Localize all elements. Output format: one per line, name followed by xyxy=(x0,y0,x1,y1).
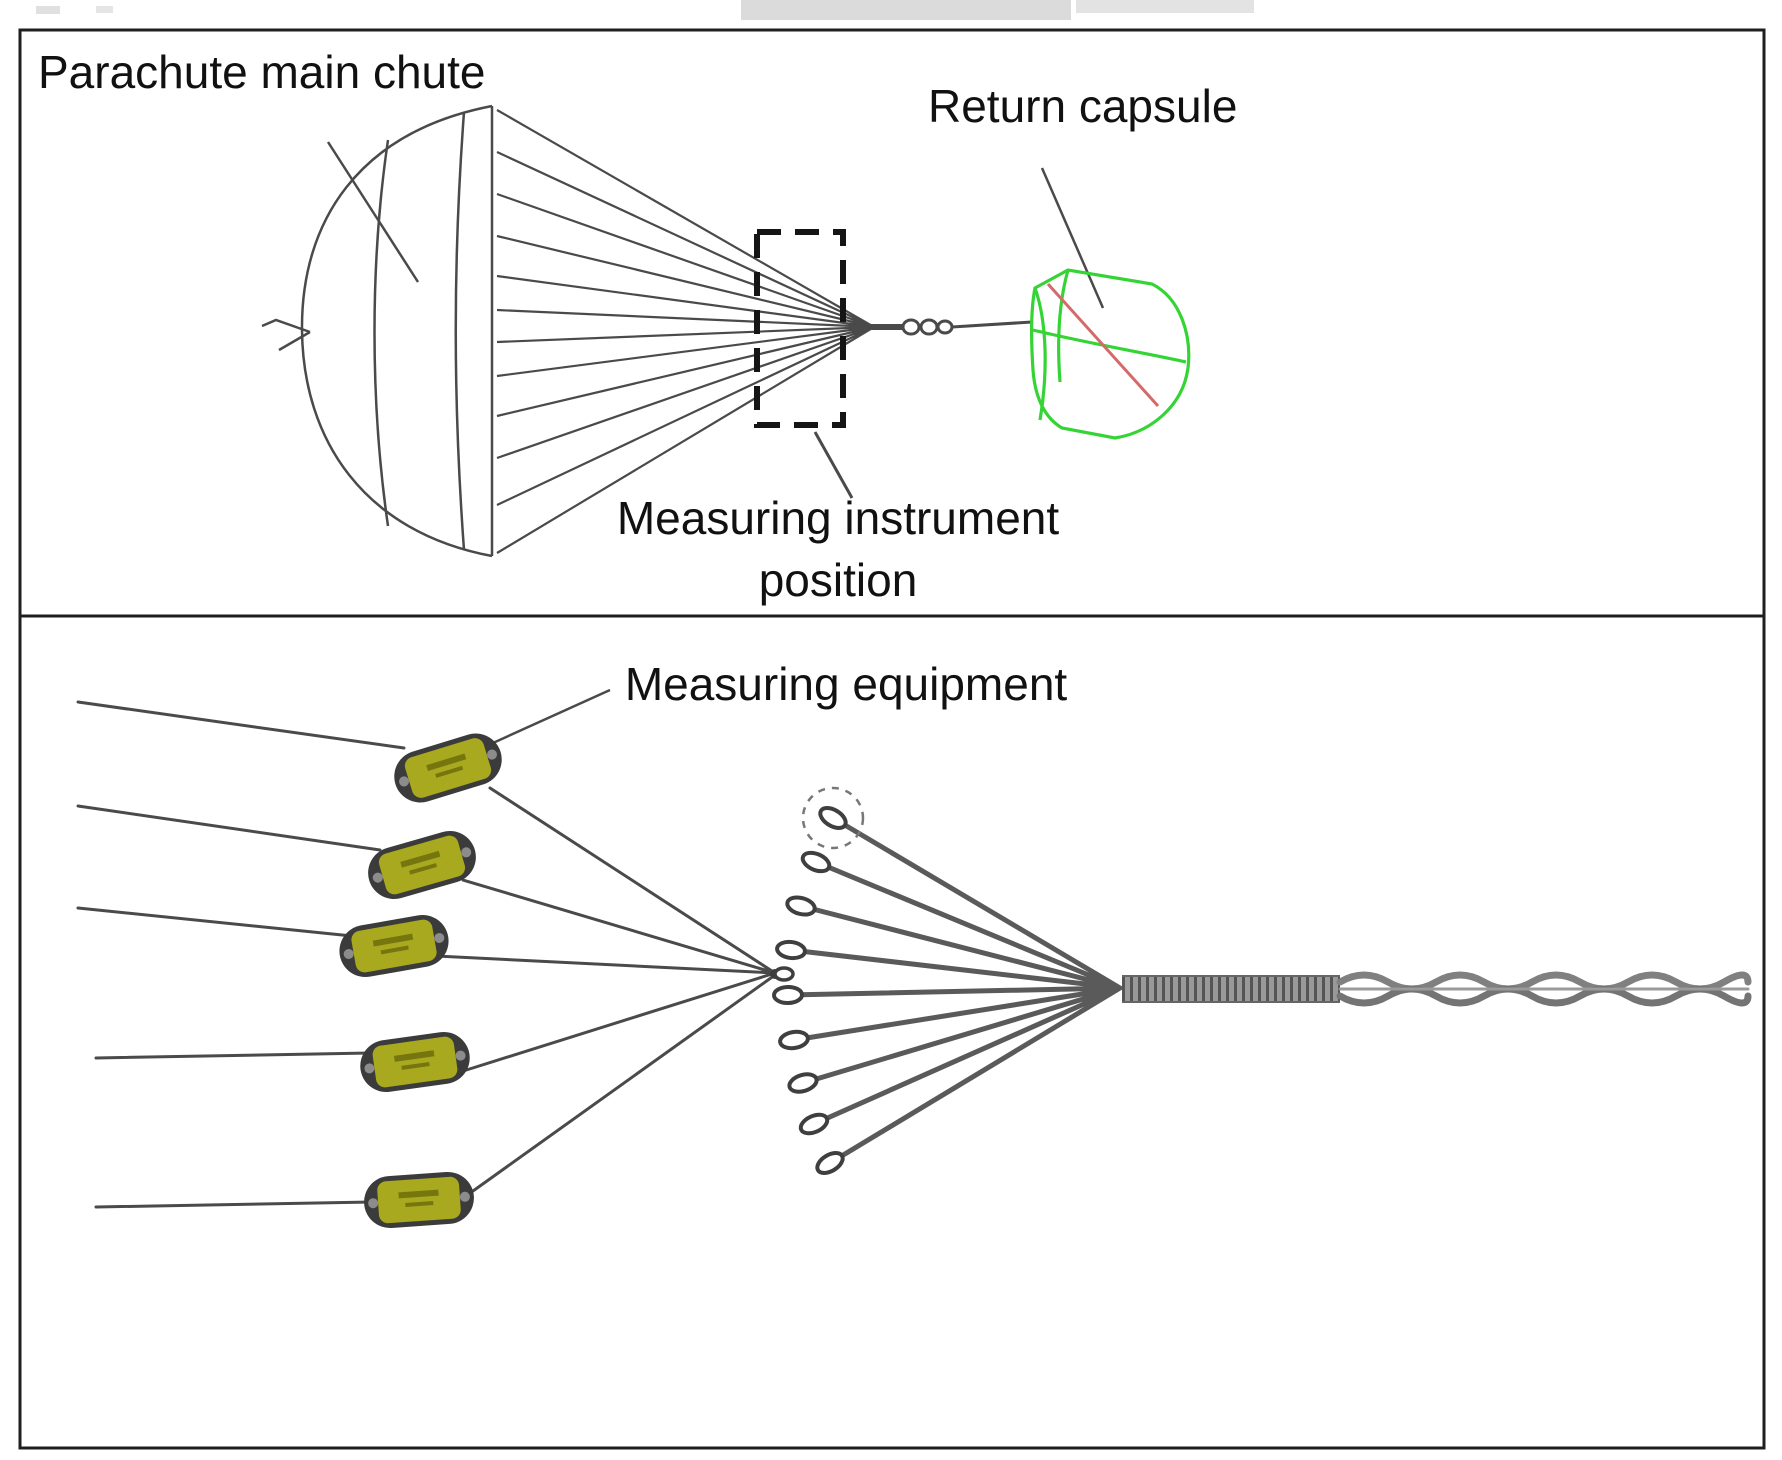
eyelet-loop xyxy=(800,850,832,874)
braid-strand xyxy=(1336,985,1752,1007)
eyelet-loop xyxy=(787,1072,819,1094)
sensor-capsule-4 xyxy=(360,1031,470,1093)
sensor-shackle-hole xyxy=(364,1063,375,1074)
eyelet-loop xyxy=(818,806,848,830)
sensor-right-lines xyxy=(434,786,777,1198)
sensor-marking xyxy=(380,945,409,955)
highlight-dashed-circle xyxy=(801,786,865,850)
sensor-marking xyxy=(409,863,438,875)
sensor-body xyxy=(378,835,466,895)
sensor-capsule-2 xyxy=(368,831,476,899)
eyelet-loop xyxy=(785,895,817,917)
sensor-shackle-hole xyxy=(486,749,497,760)
connector-link xyxy=(936,319,954,335)
canopy-gore-line xyxy=(454,111,466,551)
capsule-inner-line xyxy=(1057,269,1070,383)
eyelet-loop xyxy=(775,939,807,961)
canopy-apex-vent xyxy=(261,318,311,352)
sensor-marking xyxy=(372,933,414,947)
label-return-capsule: Return capsule xyxy=(928,80,1237,132)
measuring-instrument-leader-line xyxy=(813,431,854,499)
sensor-shackle-hole xyxy=(434,933,445,944)
braided-cable xyxy=(1336,971,1752,1007)
eyelet-loop xyxy=(815,1151,845,1175)
capsule-label-leader-line xyxy=(1040,167,1105,309)
braided-sleeve xyxy=(1122,975,1340,1003)
capsule-rim-line xyxy=(1033,287,1047,421)
label-measuring-instrument-line1: Measuring instrument xyxy=(617,492,1060,544)
convergence-eyelet xyxy=(773,966,795,982)
sensor-shackle-hole xyxy=(368,1198,379,1209)
capsule-red-diagonal-line xyxy=(1046,282,1160,408)
riser-link-assembly xyxy=(858,167,1105,336)
riser-fan-lines xyxy=(785,815,1123,1166)
figure-frame xyxy=(18,28,1766,1450)
capsule-outline xyxy=(1030,268,1191,440)
sensor-marking xyxy=(435,765,464,778)
sensor-shackle-hole xyxy=(455,1050,466,1061)
artifact-bar xyxy=(36,6,60,14)
connector-link xyxy=(901,318,921,336)
eyelet-loop xyxy=(772,984,804,1006)
label-parachute-main-chute: Parachute main chute xyxy=(38,46,486,98)
sensor-marking xyxy=(398,1189,439,1199)
capsule-cross-line xyxy=(1032,328,1187,364)
sensor-shackle-hole xyxy=(372,872,383,883)
sensor-body xyxy=(404,738,492,798)
sensor-shackle-hole xyxy=(459,1191,470,1202)
eyelet-loops xyxy=(772,806,848,1175)
label-measuring-instrument-line2: position xyxy=(759,554,918,606)
canopy-outline xyxy=(300,104,493,558)
sensor-marking xyxy=(400,850,441,868)
sensor-left-lines xyxy=(76,700,406,1209)
sensor-marking xyxy=(426,753,467,771)
parachute-label-leader-line xyxy=(326,141,420,283)
sensor-shackle-hole xyxy=(343,948,354,959)
sensor-shackle-hole xyxy=(399,776,410,787)
return-capsule-wireframe xyxy=(1030,268,1191,440)
artifact-bar xyxy=(96,6,113,13)
artifact-bar xyxy=(741,0,1071,20)
sensor-marking xyxy=(401,1062,430,1070)
sensor-marking xyxy=(393,1050,435,1062)
sensor-marking xyxy=(405,1201,434,1207)
connector-link xyxy=(919,318,939,336)
sensor-shackle-hole xyxy=(461,847,472,858)
sensor-capsule-1 xyxy=(394,733,502,803)
canopy-gore-line xyxy=(373,139,390,527)
parachute-canopy xyxy=(261,104,494,558)
sensor-body xyxy=(351,919,437,973)
suspension-lines xyxy=(496,109,875,554)
measuring-instrument-bracket xyxy=(754,229,846,428)
artifact-bar xyxy=(1076,0,1254,13)
sensor-body xyxy=(377,1176,461,1224)
eyelet-loop xyxy=(778,1029,810,1051)
eyelet-loop xyxy=(798,1112,830,1136)
label-measuring-equipment: Measuring equipment xyxy=(625,658,1068,710)
capsule-attach-line xyxy=(951,320,1033,329)
top-edge-artifacts xyxy=(36,0,1254,20)
sensor-body xyxy=(372,1036,458,1088)
sensor-capsule-3 xyxy=(339,914,449,978)
sensor-capsule-5 xyxy=(364,1171,474,1229)
